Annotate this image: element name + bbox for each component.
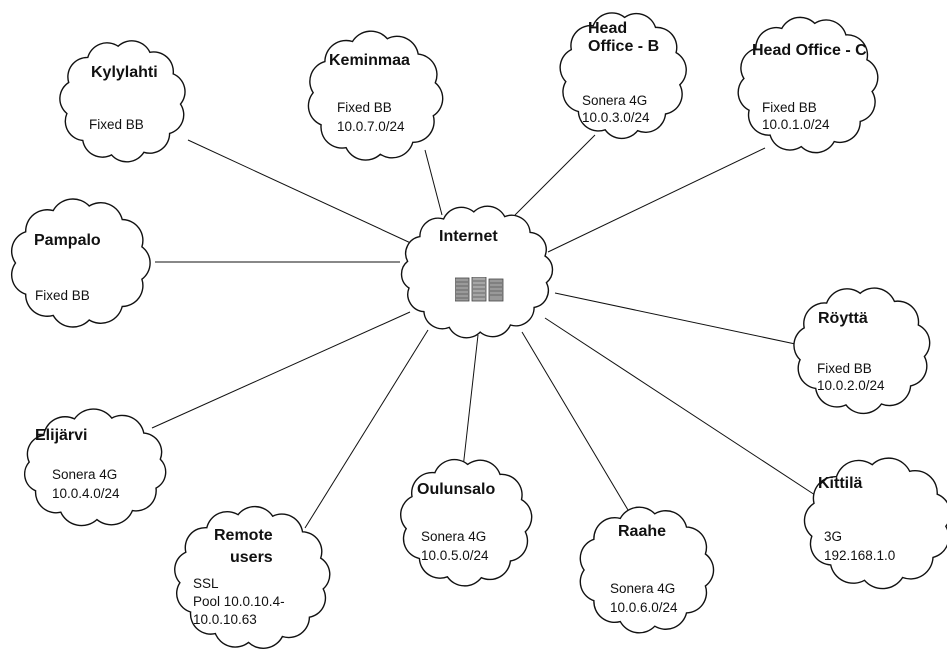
roytta-name: Röyttä: [818, 310, 868, 327]
kittila-connection: 3G: [824, 529, 843, 544]
raahe-name: Raahe: [618, 523, 667, 540]
link-oulunsalo: [461, 334, 479, 478]
keminmaa-name: Keminmaa: [329, 52, 410, 69]
oulunsalo-name: Oulunsalo: [417, 481, 496, 498]
raahe-subnet: 10.0.6.0/24: [610, 600, 678, 615]
kittila-name: Kittilä: [818, 475, 863, 492]
connection-lines: [151, 134, 816, 529]
kylylahti-name: Kylylahti: [91, 64, 158, 81]
link-keminmaa: [424, 149, 443, 216]
link-remote-users: [304, 329, 429, 529]
head-office-c-cloud: [737, 16, 879, 154]
keminmaa-subnet: 10.0.7.0/24: [337, 119, 405, 134]
firewall-icon: [454, 276, 505, 302]
head-office-b-name-line1: Head: [588, 20, 628, 37]
kylylahti-cloud: [59, 40, 186, 163]
remote-users-name-line1: Remote: [214, 527, 273, 544]
link-elijarvi: [151, 311, 411, 429]
remote-users-pool-line2: 10.0.10.63: [193, 612, 257, 627]
elijarvi-connection: Sonera 4G: [52, 467, 118, 482]
pampalo-name: Pampalo: [34, 232, 101, 249]
link-kittila: [544, 317, 816, 496]
elijarvi-cloud: [23, 408, 167, 527]
head-office-b-subnet: 10.0.3.0/24: [582, 110, 650, 125]
elijarvi-name: Elijärvi: [35, 427, 88, 444]
head-office-c-connection: Fixed BB: [762, 100, 817, 115]
roytta-connection: Fixed BB: [817, 361, 872, 376]
raahe-connection: Sonera 4G: [610, 581, 676, 596]
link-kylylahti: [187, 139, 416, 246]
internet-cloud: [400, 205, 554, 339]
oulunsalo-subnet: 10.0.5.0/24: [421, 548, 489, 563]
oulunsalo-connection: Sonera 4G: [421, 529, 487, 544]
roytta-subnet: 10.0.2.0/24: [817, 378, 885, 393]
elijarvi-subnet: 10.0.4.0/24: [52, 486, 120, 501]
remote-users-cloud: [174, 505, 331, 649]
kittila-cloud: [803, 457, 947, 590]
link-head-office-c: [547, 147, 766, 253]
head-office-b-cloud: [559, 12, 687, 140]
oulunsalo-cloud: [400, 458, 533, 587]
internet-label: Internet: [439, 228, 498, 245]
pampalo-cloud: [10, 198, 151, 328]
link-head-office-b: [514, 134, 596, 216]
head-office-b-name-line2: Office - B: [588, 38, 660, 55]
kylylahti-connection: Fixed BB: [89, 117, 144, 132]
keminmaa-connection: Fixed BB: [337, 100, 392, 115]
remote-users-pool-line1: Pool 10.0.10.4-: [193, 594, 285, 609]
head-office-c-name: Head Office - C: [752, 42, 867, 59]
clouds: [10, 12, 947, 649]
link-roytta: [554, 292, 801, 346]
raahe-cloud: [579, 506, 715, 634]
head-office-c-subnet: 10.0.1.0/24: [762, 117, 830, 132]
remote-users-connection: SSL: [193, 576, 219, 591]
pampalo-connection: Fixed BB: [35, 288, 90, 303]
keminmaa-cloud: [307, 30, 444, 161]
kittila-subnet: 192.168.1.0: [824, 548, 896, 563]
roytta-cloud: [793, 287, 931, 415]
link-raahe: [521, 331, 629, 511]
head-office-b-connection: Sonera 4G: [582, 93, 648, 108]
remote-users-name-line2: users: [230, 549, 273, 566]
